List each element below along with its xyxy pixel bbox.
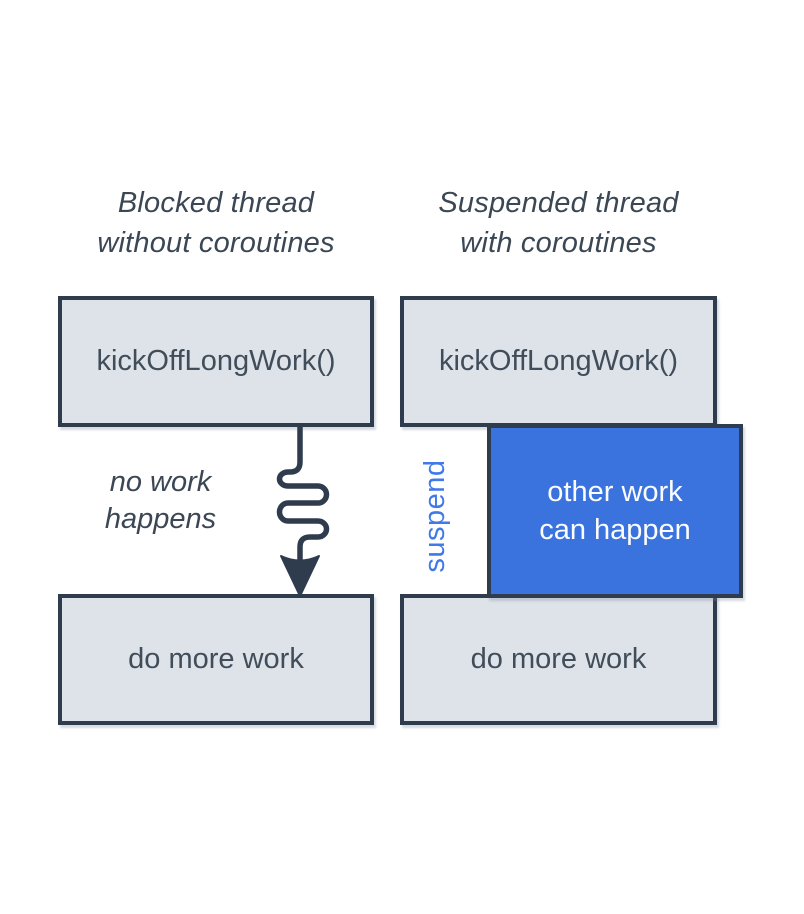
do-more-work-label-suspended: do more work bbox=[470, 643, 647, 675]
no-work-happens-label: no work happens bbox=[104, 466, 217, 535]
suspend-label: suspend bbox=[418, 459, 451, 573]
kickofflongwork-box-suspended: kickOffLongWork() bbox=[400, 296, 717, 427]
kickofflongwork-label-suspended: kickOffLongWork() bbox=[438, 345, 679, 377]
kickofflongwork-label-blocked: kickOffLongWork() bbox=[96, 345, 336, 377]
do-more-work-box-suspended: do more work bbox=[400, 594, 717, 725]
blocked-thread-title: Blocked thread without coroutines bbox=[97, 187, 335, 259]
other-work-box: other work can happen bbox=[487, 424, 743, 598]
suspended-thread-title: Suspended thread with coroutines bbox=[438, 187, 679, 259]
kickofflongwork-box-blocked: kickOffLongWork() bbox=[58, 296, 374, 427]
do-more-work-box-blocked: do more work bbox=[58, 594, 374, 725]
squiggly-arrow-down-icon bbox=[276, 427, 330, 596]
do-more-work-label-blocked: do more work bbox=[128, 643, 304, 675]
